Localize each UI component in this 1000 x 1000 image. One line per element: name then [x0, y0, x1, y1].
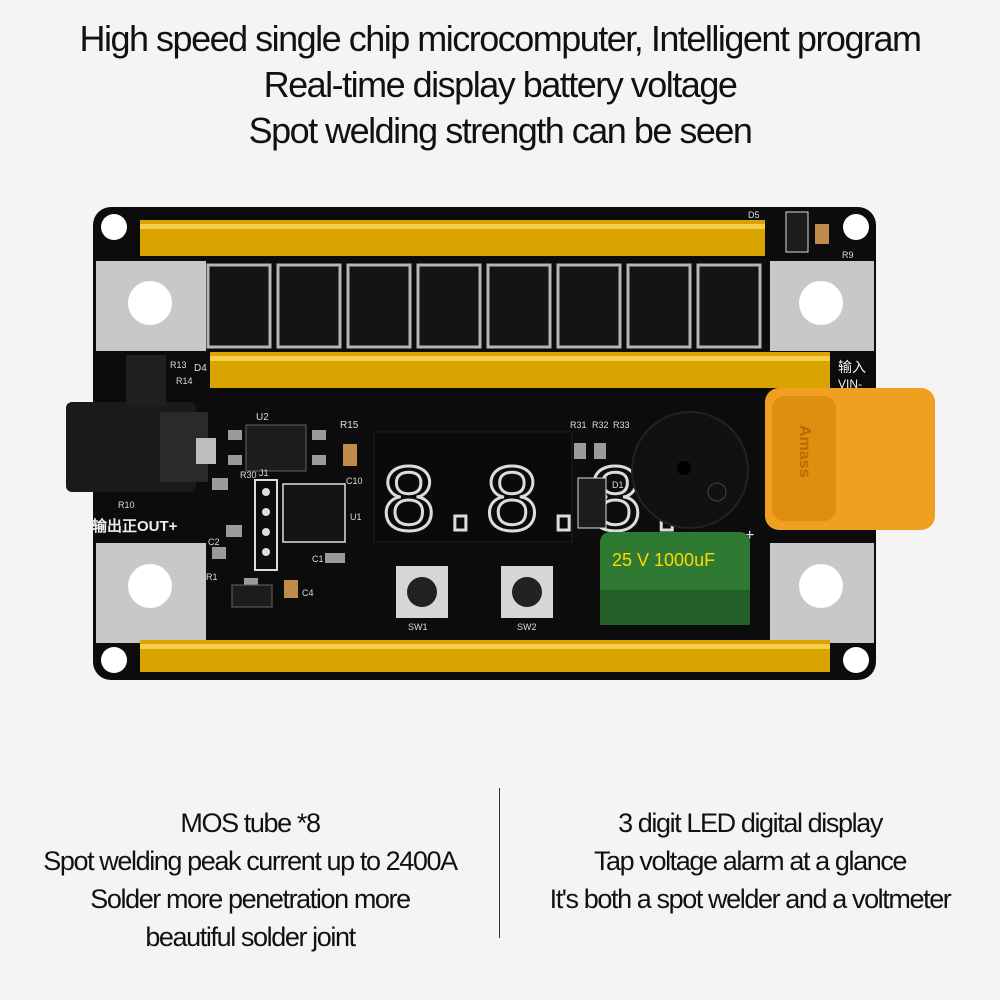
label-plus: + [745, 527, 754, 544]
connector-shell [772, 396, 836, 521]
label-r30: R30 [240, 470, 257, 480]
mount-hole [843, 647, 869, 673]
caption-right-line: Tap voltage alarm at a glance [593, 846, 908, 876]
smd-part [228, 430, 242, 440]
dc-jack-pin [196, 438, 216, 464]
connector-brand: Amass [796, 425, 813, 478]
label-r10: R10 [118, 500, 135, 510]
sw1-cap[interactable] [407, 577, 437, 607]
headline-2: Real-time display battery voltage [263, 64, 738, 105]
mount-hole [128, 281, 172, 325]
j1-header [254, 479, 278, 571]
mount-hole [799, 281, 843, 325]
capacitor-text: 25 V 1000uF [612, 550, 715, 570]
label-r9: R9 [842, 250, 854, 260]
header-pin [262, 488, 270, 496]
label-u2: U2 [256, 412, 269, 423]
label-r13: R13 [170, 360, 187, 370]
buzzer-polarity [707, 482, 727, 502]
headline-3: Spot welding strength can be seen [248, 110, 753, 151]
d4-component [126, 355, 166, 405]
mos-tube-row [206, 263, 762, 349]
label-r33: R33 [613, 420, 630, 430]
label-u1: U1 [350, 512, 362, 522]
label-c10: C10 [346, 476, 363, 486]
caption-divider [499, 788, 500, 938]
label-r1: R1 [206, 572, 218, 582]
mount-hole [128, 564, 172, 608]
sw2-cap[interactable] [512, 577, 542, 607]
caption-left-line: Spot welding peak current up to 2400A [43, 846, 458, 876]
caption-left: MOS tube *8 Spot welding peak current up… [0, 804, 500, 956]
capacitor-shade [600, 590, 750, 625]
mos-tube [346, 263, 412, 349]
label-d5: D5 [748, 210, 760, 220]
smd-part [212, 478, 228, 490]
caption-left-line: Solder more penetration more [90, 884, 411, 914]
smd-part [228, 455, 242, 465]
label-r14: R14 [176, 376, 193, 386]
label-r31: R31 [570, 420, 587, 430]
caption-left-line: MOS tube *8 [180, 808, 321, 838]
caption-right: 3 digit LED digital display Tap voltage … [500, 804, 1000, 918]
smd-part [244, 578, 258, 588]
led-display [373, 431, 573, 543]
mos-tube [696, 263, 762, 349]
r9-resistor [815, 224, 829, 244]
smd-part [312, 430, 326, 440]
smd-part [312, 455, 326, 465]
smd-part [594, 443, 606, 459]
sw2-button[interactable] [501, 566, 553, 618]
regulator [231, 584, 273, 608]
label-vin: VIN- [838, 377, 862, 391]
header-pin [262, 508, 270, 516]
smd-components [212, 430, 606, 588]
label-input: 输入 [838, 360, 866, 376]
caption-left-line: beautiful solder joint [145, 922, 356, 952]
mount-hole [843, 214, 869, 240]
c4-capacitor [284, 580, 298, 598]
sw1-button[interactable] [396, 566, 448, 618]
mos-tube [556, 263, 622, 349]
label-r15: R15 [340, 420, 359, 431]
mos-tube [486, 263, 552, 349]
headline-1: High speed single chip microcomputer, In… [79, 18, 922, 59]
smd-part [212, 547, 226, 559]
header-pin [262, 528, 270, 536]
smd-part [574, 443, 586, 459]
u2-chip [245, 424, 307, 472]
d1-diode [577, 477, 607, 529]
label-d4: D4 [194, 363, 207, 374]
u1-microcontroller [282, 483, 346, 543]
label-c4: C4 [302, 588, 314, 598]
label-d1: D1 [612, 480, 624, 490]
mount-hole [101, 214, 127, 240]
mos-tube [626, 263, 692, 349]
copper-bar-highlight [210, 356, 830, 361]
copper-bar-highlight [140, 644, 830, 649]
r15-resistor [343, 444, 357, 466]
header-pin [262, 548, 270, 556]
mount-hole [101, 647, 127, 673]
mos-tube [276, 263, 342, 349]
mount-hole [799, 564, 843, 608]
caption-right-line: It's both a spot welder and a voltmeter [549, 884, 952, 914]
copper-bar-highlight [140, 224, 765, 229]
label-r32: R32 [592, 420, 609, 430]
buzzer-hole [677, 461, 691, 475]
label-j1: J1 [259, 468, 269, 478]
label-output: 输出正OUT+ [92, 517, 178, 535]
d5-component [785, 211, 809, 253]
label-c1: C1 [312, 554, 324, 564]
smd-part [226, 525, 242, 537]
mos-tube [416, 263, 482, 349]
label-c2: C2 [208, 537, 220, 547]
caption-right-line: 3 digit LED digital display [618, 808, 883, 838]
smd-part [325, 553, 345, 563]
label-sw2: SW2 [517, 622, 537, 632]
label-sw1: SW1 [408, 622, 428, 632]
mos-tube [206, 263, 272, 349]
